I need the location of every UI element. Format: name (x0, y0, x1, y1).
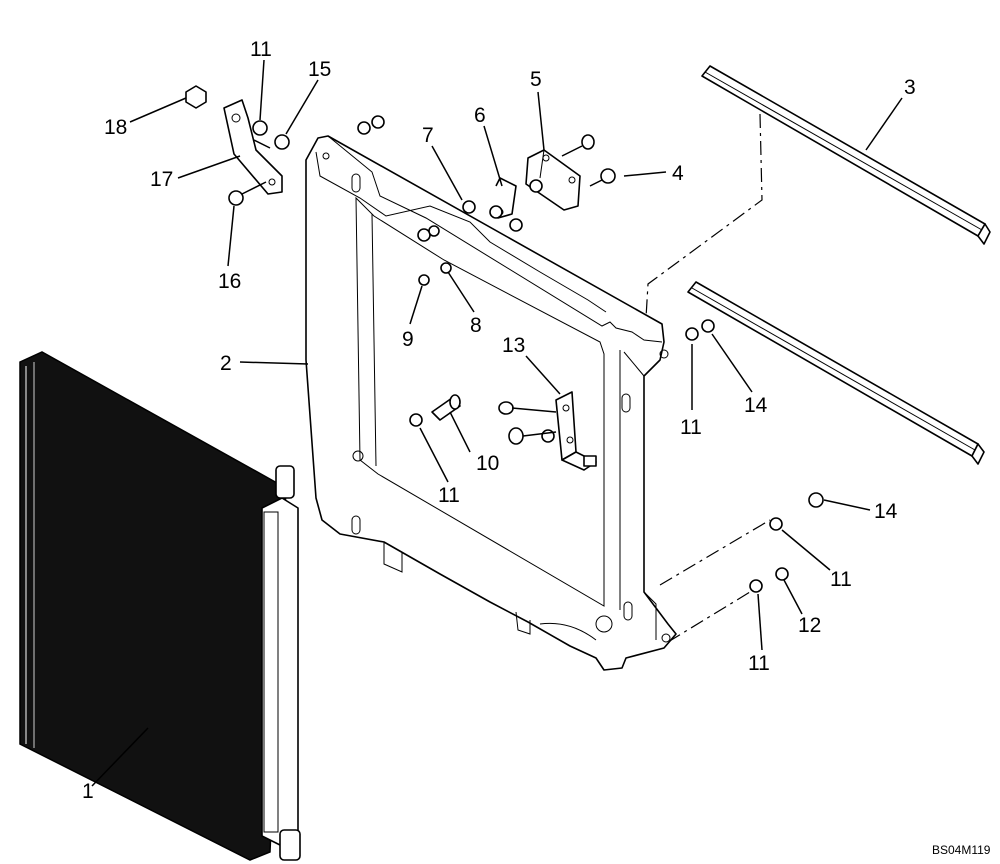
nut-right-14 (701, 319, 715, 333)
callout-11-bottom-left: 11 (438, 484, 460, 507)
callout-1: 1 (82, 780, 94, 803)
callout-13: 13 (502, 334, 525, 357)
nut-9 (418, 274, 430, 286)
condenser-core (19, 351, 301, 861)
lower-seal-strip (687, 281, 985, 465)
callout-14-lower: 14 (874, 500, 898, 523)
latch-bolt-4 (589, 168, 616, 187)
callout-14-right: 14 (744, 394, 768, 417)
strip-alignment-line (645, 113, 763, 319)
bolt-16 (228, 181, 267, 206)
callout-12: 12 (798, 614, 821, 637)
callout-10: 10 (476, 452, 499, 475)
lower-bolt-alignment-line-1 (659, 519, 771, 586)
callout-2: 2 (220, 352, 232, 375)
nut-lower-14 (808, 492, 824, 508)
callout-11-bottom: 11 (748, 652, 770, 675)
nut-frame-top (417, 228, 431, 242)
callout-17: 17 (150, 168, 173, 191)
bolt-10 (431, 394, 461, 421)
callout-11-right: 11 (680, 416, 702, 439)
bolt-15 (253, 134, 290, 150)
nut-18 (185, 85, 207, 109)
latch-assembly (525, 149, 581, 211)
upper-seal-strip (701, 65, 991, 245)
shroud-frame (305, 135, 677, 671)
callout-6: 6 (474, 104, 486, 127)
bolt-13b (508, 427, 524, 445)
washer-bottom-11 (749, 579, 763, 593)
bolt-13a (498, 401, 514, 415)
callout-11-lower: 11 (830, 568, 852, 591)
header-fins (263, 511, 279, 833)
callout-9: 9 (402, 328, 414, 351)
bracket-17 (223, 99, 283, 195)
callout-8: 8 (470, 314, 482, 337)
nut-top-left (371, 115, 385, 129)
nut-12 (775, 567, 789, 581)
callout-3: 3 (904, 76, 916, 99)
drawing-code: BS04M119 (932, 843, 991, 857)
washer-7 (462, 200, 476, 214)
lower-bolt-alignment-line-2 (667, 591, 751, 643)
nut-frame-top-2 (428, 225, 440, 237)
washer-top-left (357, 121, 371, 135)
callout-18: 18 (104, 116, 127, 139)
latch-bolt-upper (561, 134, 595, 157)
callout-16: 16 (218, 270, 241, 293)
washer-right-11 (685, 327, 699, 341)
callout-5: 5 (530, 68, 542, 91)
washer-latch (509, 218, 523, 232)
bracket-13 (555, 391, 597, 471)
washer-left-11 (409, 413, 423, 427)
nut-8 (440, 262, 452, 274)
washer-6 (489, 205, 503, 219)
callout-7: 7 (422, 124, 434, 147)
washer-lower-11 (769, 517, 783, 531)
callout-4: 4 (672, 162, 684, 185)
callout-15: 15 (308, 58, 331, 81)
washer-11-top (252, 120, 268, 136)
leader-lines (91, 59, 903, 787)
callout-11-top: 11 (250, 38, 272, 61)
